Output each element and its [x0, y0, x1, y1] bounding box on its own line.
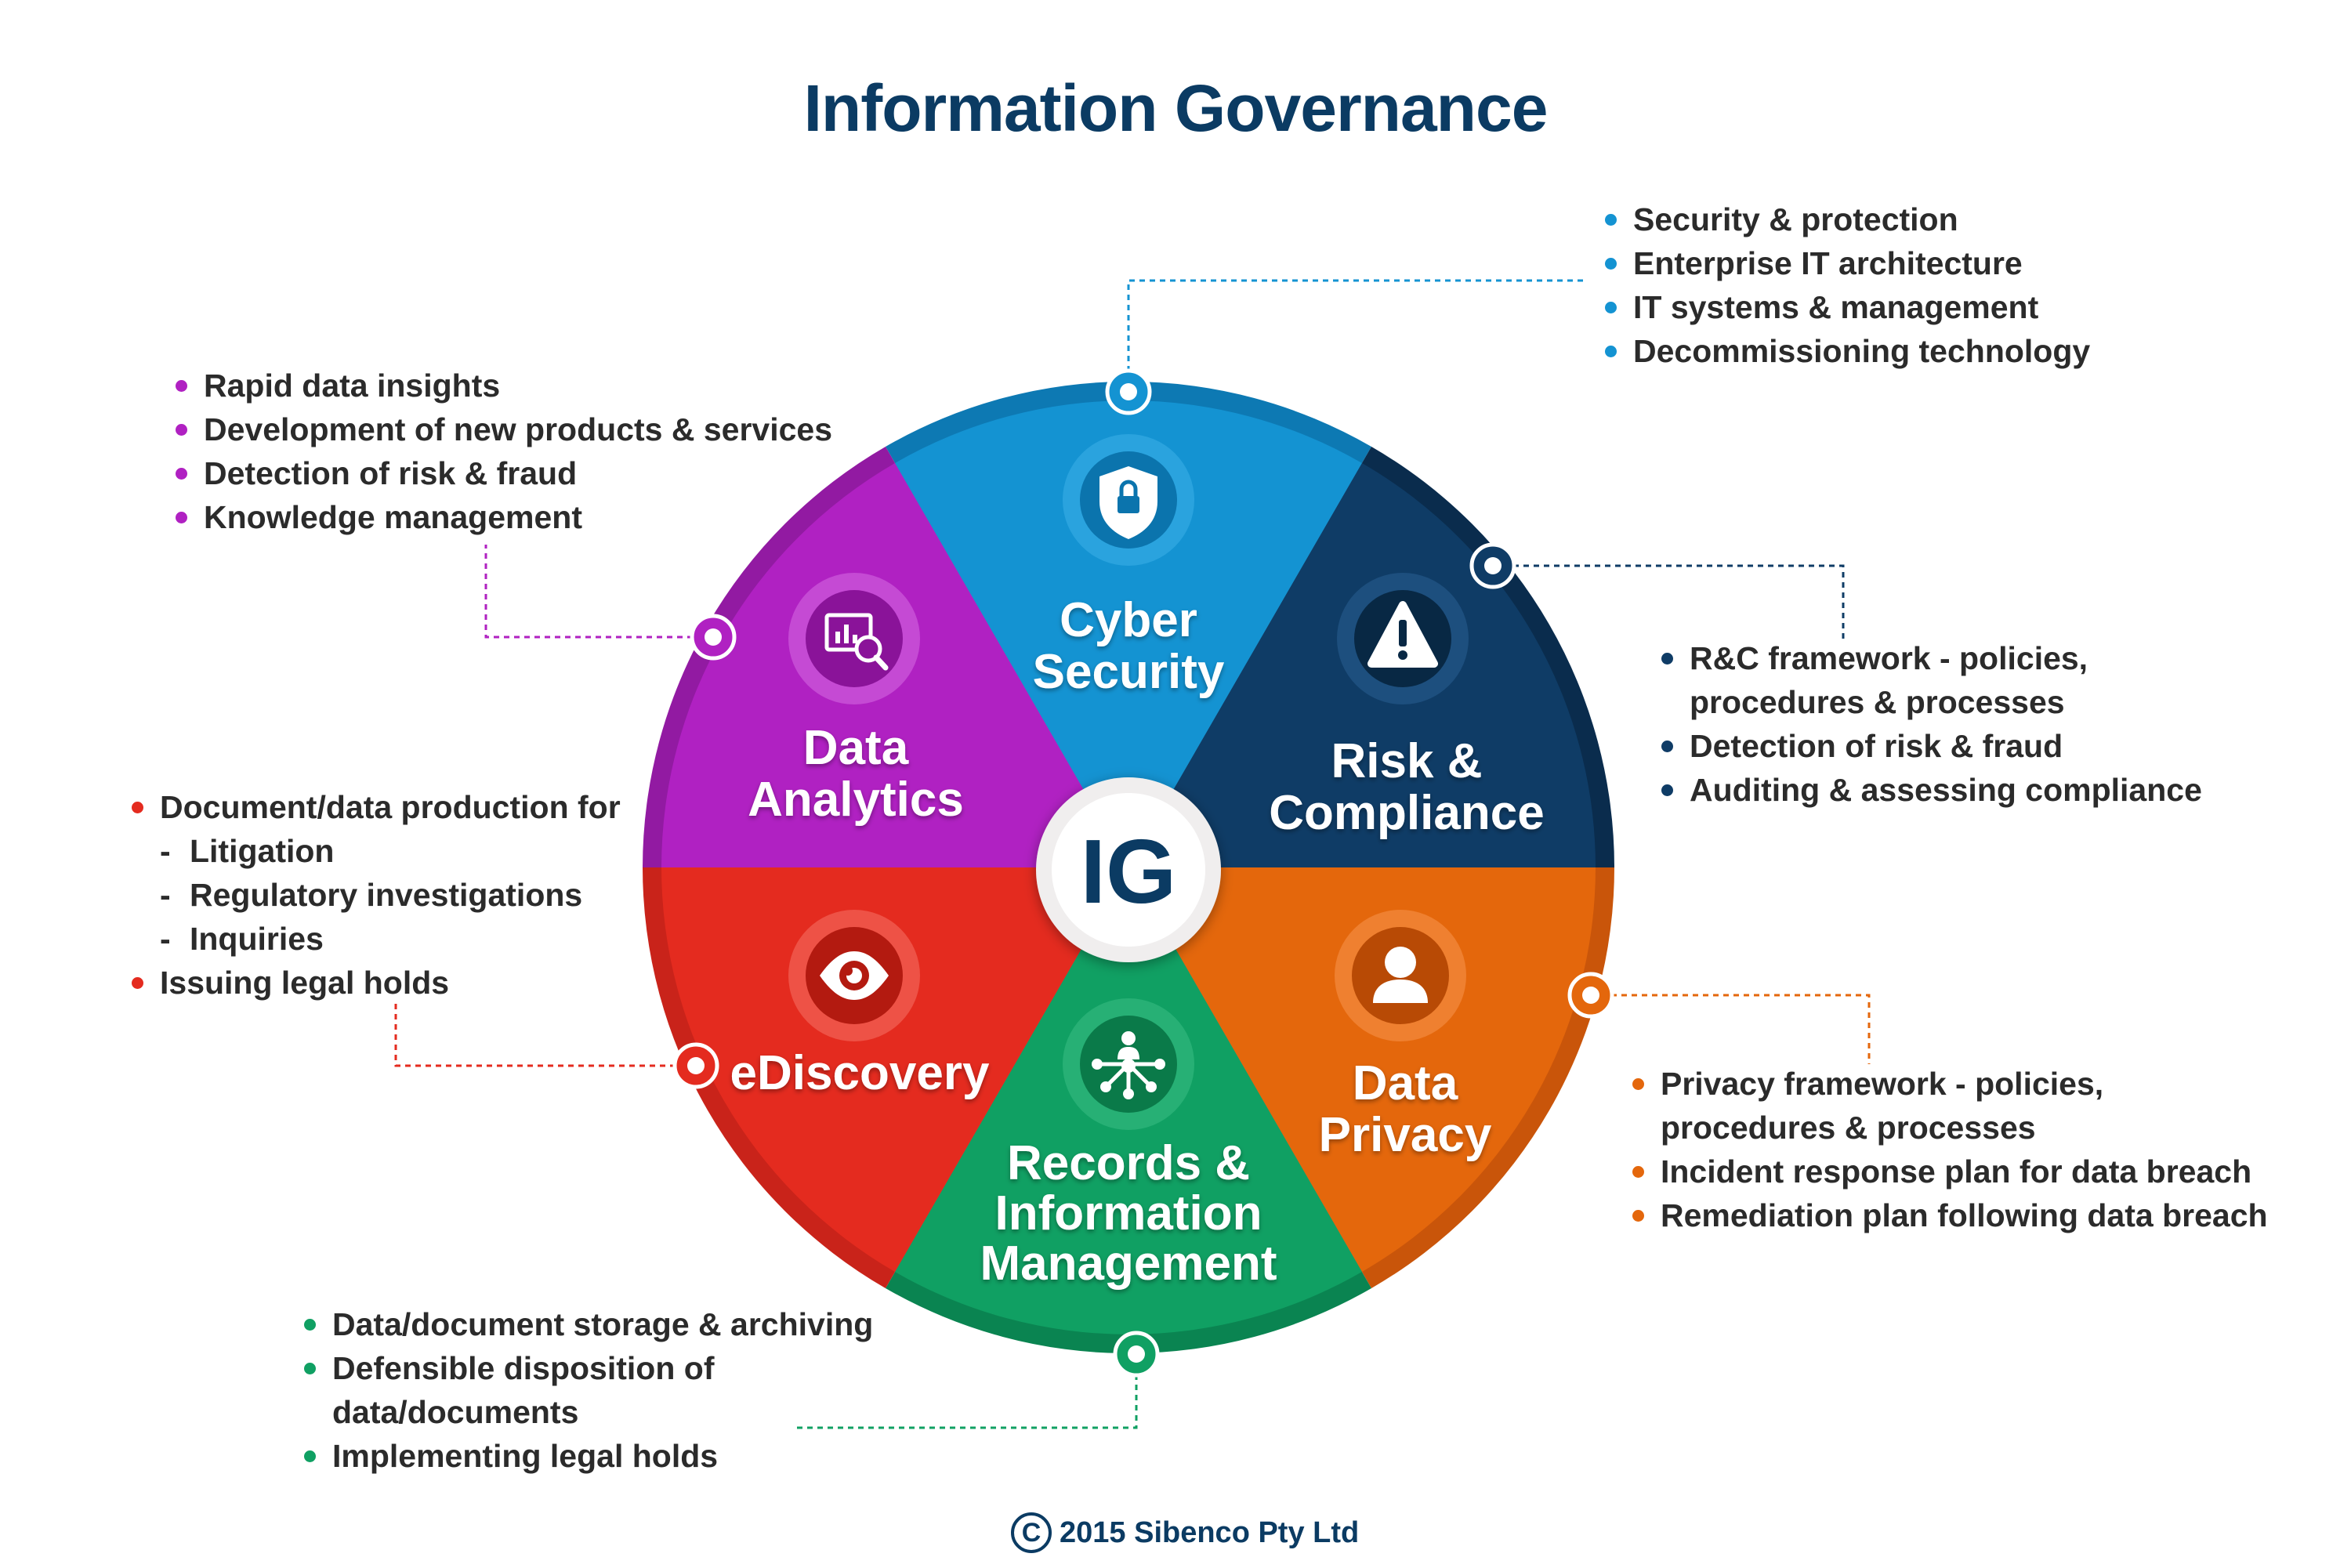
- connector-ediscovery: [394, 1001, 696, 1067]
- list-item: -Litigation: [160, 833, 335, 869]
- network-icon: [1063, 998, 1194, 1130]
- list-risk: R&C framework - policies, procedures & p…: [1661, 636, 2202, 812]
- segment-label-line: Compliance: [1269, 786, 1544, 840]
- connector-cyber: [1127, 279, 1587, 392]
- segment-label-line: eDiscovery: [730, 1046, 990, 1100]
- shield-lock-icon: [1063, 434, 1194, 566]
- list-item: procedures & processes: [1661, 1110, 2036, 1146]
- segment-label-line: Data: [1353, 1056, 1458, 1110]
- bullet-dot: [132, 802, 143, 813]
- segment-cyber: [895, 400, 1362, 868]
- bullet-dot: [304, 1450, 316, 1462]
- bullet-dot: [176, 424, 187, 436]
- analytics-search-icon: [788, 573, 920, 704]
- person-icon: [1335, 910, 1466, 1041]
- list-item: Incident response plan for data breach: [1632, 1150, 2268, 1193]
- connector-risk: [1493, 564, 1845, 639]
- list-privacy: Privacy framework - policies, procedures…: [1632, 1062, 2268, 1237]
- segment-label-line: Analytics: [748, 773, 964, 827]
- list-item: Privacy framework - policies,: [1632, 1062, 2268, 1106]
- list-item: data/documents: [332, 1394, 579, 1430]
- bullet-dot: [1605, 346, 1617, 357]
- list-item: -Regulatory investigations: [160, 877, 583, 913]
- list-cyber: Security & protection Enterprise IT arch…: [1605, 197, 2090, 373]
- list-item: Detection of risk & fraud: [1661, 724, 2202, 768]
- marker-risk: [1469, 542, 1516, 589]
- list-item: Document/data production for: [132, 785, 621, 829]
- list-item: Data/document storage & archiving: [304, 1302, 873, 1346]
- list-item: Defensible disposition of: [304, 1346, 873, 1390]
- segment-label-risk: Risk &Compliance: [1269, 734, 1544, 840]
- marker-privacy: [1567, 972, 1614, 1019]
- segment-privacy: [1128, 867, 1596, 1272]
- bullet-dot: [1605, 258, 1617, 270]
- list-analytics: Rapid data insights Development of new p…: [176, 364, 832, 539]
- list-item: Issuing legal holds: [132, 961, 621, 1005]
- bullet-dot: [1632, 1210, 1644, 1222]
- list-item: Development of new products & services: [176, 407, 832, 451]
- warning-icon: [1337, 573, 1469, 704]
- bullet-dot: [1661, 784, 1673, 796]
- marker-ediscovery: [672, 1042, 719, 1089]
- list-item: IT systems & management: [1605, 285, 2090, 329]
- copyright-icon: C: [1011, 1512, 1052, 1553]
- markers: [672, 368, 1614, 1378]
- eye-icon: [788, 910, 920, 1041]
- center-badge: IG: [1036, 777, 1221, 962]
- list-item: Rapid data insights: [176, 364, 832, 407]
- segment-label-line: Management: [980, 1237, 1277, 1291]
- bullet-dot: [1605, 214, 1617, 226]
- bullet-dot: [1632, 1166, 1644, 1178]
- list-item: procedures & processes: [1690, 684, 2065, 720]
- list-item: Detection of risk & fraud: [176, 451, 832, 495]
- segment-label-ediscovery: eDiscovery: [730, 1046, 990, 1100]
- list-item: Remediation plan following data breach: [1632, 1193, 2268, 1237]
- copyright: C 2015 Sibenco Pty Ltd: [1011, 1509, 1359, 1556]
- segment-label-line: Information: [995, 1186, 1262, 1240]
- connector-privacy: [1591, 994, 1871, 1064]
- bullet-dot: [1661, 741, 1673, 752]
- segment-label-line: Security: [1033, 645, 1225, 699]
- list-ediscovery: Document/data production for -Litigation…: [132, 785, 621, 1005]
- bullet-dot: [304, 1319, 316, 1331]
- bullet-dot: [1632, 1078, 1644, 1090]
- segment-label-line: Records &: [1007, 1136, 1250, 1190]
- list-item: -Inquiries: [160, 921, 324, 957]
- list-item: R&C framework - policies,: [1661, 636, 2202, 680]
- marker-records: [1113, 1331, 1160, 1378]
- list-item: Implementing legal holds: [304, 1434, 873, 1478]
- segment-label-line: Data: [803, 721, 909, 775]
- connector-analytics: [484, 545, 713, 639]
- list-item: Security & protection: [1605, 197, 2090, 241]
- bullet-dot: [132, 977, 143, 989]
- list-item: Enterprise IT architecture: [1605, 241, 2090, 285]
- segment-label-line: Risk &: [1331, 734, 1483, 788]
- marker-cyber: [1105, 368, 1152, 415]
- copyright-text: 2015 Sibenco Pty Ltd: [1060, 1515, 1360, 1549]
- list-item: Knowledge management: [176, 495, 832, 539]
- list-records: Data/document storage & archiving Defens…: [304, 1302, 873, 1478]
- list-item: Decommissioning technology: [1605, 329, 2090, 373]
- bullet-dot: [176, 380, 187, 392]
- bullet-dot: [304, 1363, 316, 1374]
- bullet-dot: [1605, 302, 1617, 313]
- marker-analytics: [690, 614, 737, 661]
- bullet-dot: [176, 468, 187, 480]
- center-label: IG: [1081, 820, 1176, 922]
- bullet-dot: [176, 512, 187, 523]
- segment-label-line: Cyber: [1060, 593, 1197, 647]
- list-item: Auditing & assessing compliance: [1661, 768, 2202, 812]
- bullet-dot: [1661, 653, 1673, 664]
- connector-records: [795, 1354, 1138, 1429]
- segment-label-line: Privacy: [1319, 1108, 1492, 1162]
- page-title: Information Governance: [803, 71, 1549, 145]
- segment-ediscovery: [661, 867, 1128, 1272]
